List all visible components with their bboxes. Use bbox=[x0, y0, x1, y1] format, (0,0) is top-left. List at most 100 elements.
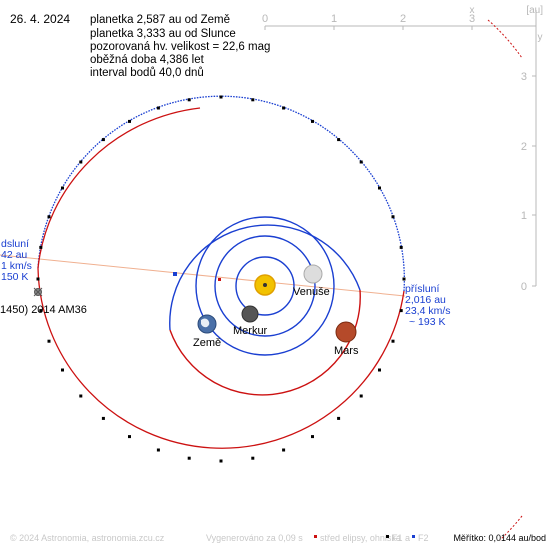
orbit-point bbox=[359, 160, 363, 164]
orbit-point bbox=[337, 138, 341, 142]
orbit-point bbox=[101, 416, 105, 420]
mercury-orbit bbox=[235, 256, 295, 316]
x-tick-label: 3 bbox=[469, 13, 475, 25]
aphelion-line: dsluní bbox=[1, 238, 29, 250]
earth-orbit bbox=[195, 216, 335, 356]
orbit-point bbox=[251, 98, 255, 102]
orbit-point bbox=[378, 186, 381, 190]
orbit-point bbox=[337, 416, 341, 420]
orbit-point bbox=[39, 309, 43, 313]
outer-orbit-arc bbox=[487, 19, 523, 59]
orbit-point bbox=[282, 106, 286, 110]
perihelion-line: 2,016 au bbox=[405, 294, 446, 306]
focus-marker bbox=[218, 278, 221, 281]
mars-label: Mars bbox=[334, 345, 359, 357]
orbit-point bbox=[47, 215, 51, 219]
ellipse-centre-marker bbox=[173, 272, 177, 276]
x-tick-label: 2 bbox=[400, 13, 406, 25]
y-tick-label: 0 bbox=[521, 281, 527, 293]
sun-centre bbox=[263, 283, 267, 287]
orbit-point bbox=[359, 394, 363, 398]
legend-centre-label: střed elipsy, ohniska bbox=[320, 533, 401, 543]
orbit-point bbox=[219, 459, 223, 463]
generation-time: Vygenerováno za 0,09 s bbox=[206, 533, 303, 543]
orbit-point bbox=[128, 435, 131, 439]
legend-centre-marker bbox=[314, 535, 317, 538]
y-tick-label: 1 bbox=[521, 210, 527, 222]
orbit-point bbox=[391, 215, 395, 219]
orbit-point bbox=[156, 448, 160, 452]
outer-orbit-arc bbox=[499, 515, 523, 541]
orbit-point bbox=[251, 456, 255, 460]
orbit-point bbox=[187, 456, 191, 460]
asteroid-orbit-lower bbox=[37, 267, 405, 449]
aphelion-info: dsluní 42 au 1 km/s 150 K bbox=[1, 238, 32, 283]
axes: 0 1 2 3 x [au] 3 2 1 0 y bbox=[262, 5, 543, 293]
orbit-point bbox=[128, 119, 131, 123]
orbit-point bbox=[311, 119, 314, 123]
footer: © 2024 Astronomia, astronomia.zcu.cz Vyg… bbox=[10, 533, 546, 543]
orbit-point bbox=[391, 339, 395, 343]
mars bbox=[335, 321, 357, 343]
orbit-points bbox=[36, 95, 406, 463]
orbit-point bbox=[47, 339, 51, 343]
x-axis-ticks bbox=[264, 26, 473, 30]
mars-orbit-blue-arc bbox=[169, 224, 361, 331]
mercury-label: Merkur bbox=[233, 325, 268, 337]
info-line: oběžná doba 4,386 let bbox=[90, 54, 205, 66]
orbit-point bbox=[282, 448, 286, 452]
aphelion-line: 150 K bbox=[1, 271, 28, 283]
venus bbox=[303, 264, 323, 284]
info-line: planetka 3,333 au od Slunce bbox=[90, 28, 236, 40]
orbit-point bbox=[156, 106, 160, 110]
orbit-point bbox=[61, 368, 64, 372]
orbit-point bbox=[378, 368, 381, 372]
asteroid-label: 1450) 2014 AM36 bbox=[0, 304, 87, 316]
legend-f2-marker bbox=[412, 535, 415, 538]
legend-f1-label: F1 a bbox=[392, 533, 410, 543]
venus-orbit bbox=[214, 235, 316, 337]
orbit-point bbox=[399, 245, 403, 249]
orbit-point bbox=[402, 277, 406, 281]
info-line: planetka 2,587 au od Země bbox=[90, 14, 230, 26]
date: 26. 4. 2024 bbox=[10, 12, 70, 26]
x-tick-label: 0 bbox=[262, 13, 268, 25]
earth-label: Země bbox=[193, 337, 221, 349]
asteroid-icon bbox=[33, 287, 43, 297]
orbit-point bbox=[219, 95, 223, 99]
mercury bbox=[241, 305, 259, 323]
orbit-point bbox=[61, 186, 64, 190]
orbit-point bbox=[39, 245, 43, 249]
apsis-line bbox=[0, 254, 406, 297]
info-line: interval bodů 40,0 dnů bbox=[90, 67, 204, 79]
perihelion-line: ~ 193 K bbox=[409, 316, 446, 328]
aphelion-line: 42 au bbox=[1, 249, 27, 261]
orbit-point bbox=[79, 394, 83, 398]
aphelion-line: 1 km/s bbox=[1, 260, 32, 272]
x-tick-label: 1 bbox=[331, 13, 337, 25]
orbit-point bbox=[36, 277, 40, 281]
info-block: planetka 2,587 au od Země planetka 3,333… bbox=[90, 14, 270, 79]
copyright: © 2024 Astronomia, astronomia.zcu.cz bbox=[10, 533, 165, 543]
earth-clouds bbox=[201, 318, 210, 328]
x-axis-symbol: x bbox=[470, 5, 475, 16]
asteroid-orbit-red-arc bbox=[37, 107, 201, 269]
perihelion-line: 23,4 km/s bbox=[405, 305, 451, 317]
scale-label: Měřítko: 0,0144 au/bod bbox=[453, 533, 546, 543]
legend-f1-marker bbox=[386, 535, 389, 538]
info-line: pozorovaná hv. velikost = 22,6 mag bbox=[90, 41, 270, 53]
orbit-point bbox=[101, 138, 105, 142]
orbit-point bbox=[399, 309, 403, 313]
legend-f2-label: F2 bbox=[418, 533, 429, 543]
orbit-point bbox=[79, 160, 83, 164]
orbit-point bbox=[187, 98, 191, 102]
y-axis-symbol: y bbox=[538, 32, 543, 43]
y-tick-label: 2 bbox=[521, 141, 527, 153]
venus-label: Venuše bbox=[293, 286, 330, 298]
axis-unit: [au] bbox=[526, 5, 543, 16]
y-axis-ticks bbox=[532, 75, 536, 287]
perihelion-info: přísluní 2,016 au 23,4 km/s ~ 193 K bbox=[405, 283, 451, 328]
y-tick-label: 3 bbox=[521, 71, 527, 83]
perihelion-line: přísluní bbox=[405, 283, 440, 295]
